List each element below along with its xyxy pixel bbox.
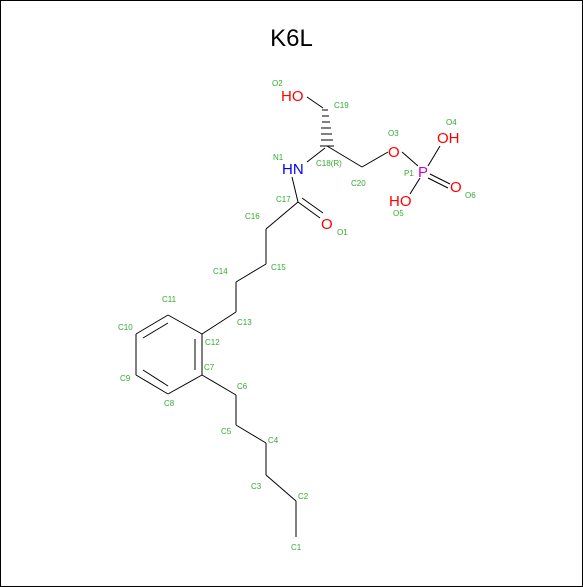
index-o4: O4 bbox=[446, 118, 457, 127]
index-p1: P1 bbox=[404, 169, 414, 178]
index-c2: C2 bbox=[298, 492, 309, 501]
atom-o-carbonyl: O bbox=[321, 216, 333, 233]
index-n1: N1 bbox=[273, 153, 284, 162]
bond-c9-c8 bbox=[135, 374, 169, 395]
index-c4: C4 bbox=[268, 436, 279, 445]
index-o6: O6 bbox=[465, 191, 476, 200]
atom-oh: OH bbox=[437, 130, 460, 147]
index-c9: C9 bbox=[120, 374, 131, 383]
index-c3: C3 bbox=[251, 482, 262, 491]
index-c11: C11 bbox=[162, 295, 177, 304]
index-c15: C15 bbox=[271, 263, 286, 272]
molecule-title: K6L bbox=[270, 25, 313, 52]
bond-c20-o3 bbox=[361, 151, 389, 168]
bond-c18-n1 bbox=[306, 147, 326, 163]
bond-c13-c12 bbox=[201, 311, 237, 335]
index-c8: C8 bbox=[164, 399, 175, 408]
bond-p1-o5 bbox=[409, 177, 421, 195]
atom-ho-top: HO bbox=[281, 88, 304, 105]
bond-lines bbox=[135, 96, 451, 537]
bond-c11-c10 bbox=[135, 314, 169, 335]
bond-c5-c4 bbox=[235, 424, 267, 444]
index-c12: C12 bbox=[205, 338, 220, 347]
bond-o3-p1 bbox=[401, 151, 419, 167]
index-c18: C18(R) bbox=[316, 159, 342, 168]
bond-p1-o6-b bbox=[427, 177, 449, 189]
bond-aromatic-inner-1 bbox=[142, 322, 169, 339]
index-o5: O5 bbox=[393, 209, 404, 218]
index-c17: C17 bbox=[276, 195, 291, 204]
index-c16: C16 bbox=[245, 212, 260, 221]
index-c5: C5 bbox=[221, 427, 232, 436]
bond-c12-c11 bbox=[167, 314, 203, 335]
index-c6: C6 bbox=[237, 382, 248, 391]
bond-p1-o4 bbox=[427, 145, 441, 167]
index-c1: C1 bbox=[291, 543, 302, 552]
stereo-hash-bond bbox=[320, 109, 334, 147]
bond-c3-c2 bbox=[265, 474, 297, 502]
atom-hn: HN bbox=[282, 161, 304, 178]
bond-c17-o1-b bbox=[301, 197, 324, 214]
bond-n1-c17 bbox=[291, 176, 299, 203]
atom-o-ester: O bbox=[388, 144, 400, 161]
bond-o2-c19 bbox=[306, 96, 324, 109]
bond-aromatic-inner-2 bbox=[142, 369, 169, 387]
index-o1: O1 bbox=[337, 228, 348, 237]
atom-o-double: O bbox=[450, 179, 462, 196]
index-c19: C19 bbox=[334, 101, 349, 110]
bond-c17-c16 bbox=[265, 201, 299, 230]
atom-index-labels: O2 C19 N1 C18(R) O3 O4 P1 C20 O6 O5 C17 … bbox=[118, 79, 476, 552]
atom-p: P bbox=[418, 164, 428, 181]
index-c7: C7 bbox=[204, 363, 215, 372]
bond-c15-c14 bbox=[235, 263, 267, 283]
bond-c17-o1-a bbox=[297, 201, 321, 219]
index-c14: C14 bbox=[213, 267, 228, 276]
index-c13: C13 bbox=[237, 318, 252, 327]
bond-c18-c20 bbox=[326, 145, 363, 168]
index-o2: O2 bbox=[272, 79, 283, 88]
bond-c8-c7 bbox=[167, 374, 203, 395]
index-o3: O3 bbox=[388, 129, 399, 138]
index-c20: C20 bbox=[351, 179, 366, 188]
atom-ho-bottom: HO bbox=[389, 193, 412, 210]
index-c10: C10 bbox=[118, 323, 133, 332]
bond-p1-o6-a bbox=[429, 173, 451, 185]
bond-c7-c6 bbox=[201, 374, 237, 396]
